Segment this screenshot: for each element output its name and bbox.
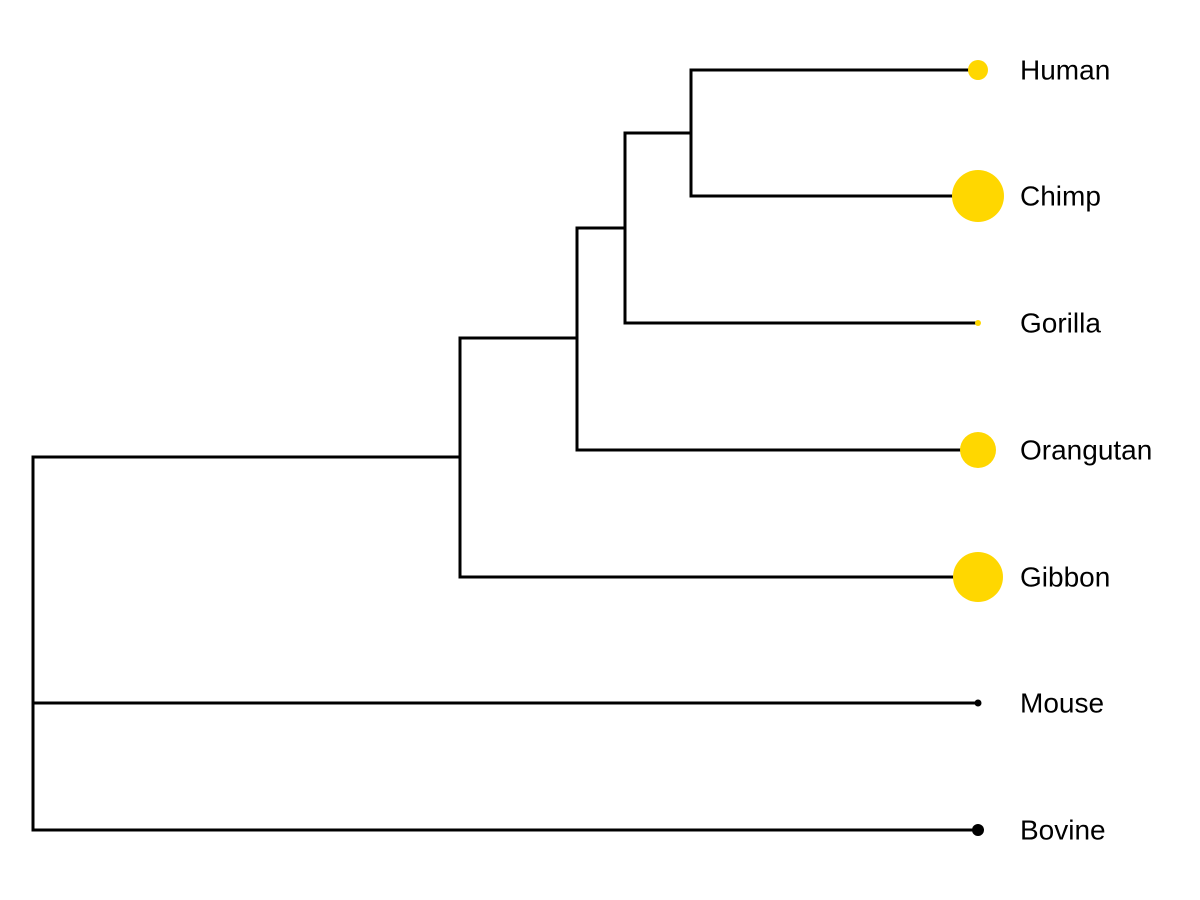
tip-dot-human [968, 60, 988, 80]
tip-dot-mouse [974, 699, 982, 707]
tip-dot-chimp [952, 170, 1004, 222]
branches-group [31, 68, 980, 832]
tip-label-bovine: Bovine [1020, 815, 1106, 846]
tip-label-gibbon: Gibbon [1020, 562, 1110, 593]
tip-dot-gorilla [975, 320, 981, 326]
tip-dot-bovine [972, 824, 984, 836]
tip-dot-gibbon [953, 552, 1003, 602]
tips-group [952, 60, 1004, 836]
tip-dot-orangutan [960, 432, 996, 468]
tip-label-orangutan: Orangutan [1020, 435, 1152, 466]
tip-label-chimp: Chimp [1020, 181, 1101, 212]
tip-label-human: Human [1020, 55, 1110, 86]
labels-group: HumanChimpGorillaOrangutanGibbonMouseBov… [1020, 55, 1152, 846]
tip-label-mouse: Mouse [1020, 688, 1104, 719]
tip-label-gorilla: Gorilla [1020, 308, 1101, 339]
